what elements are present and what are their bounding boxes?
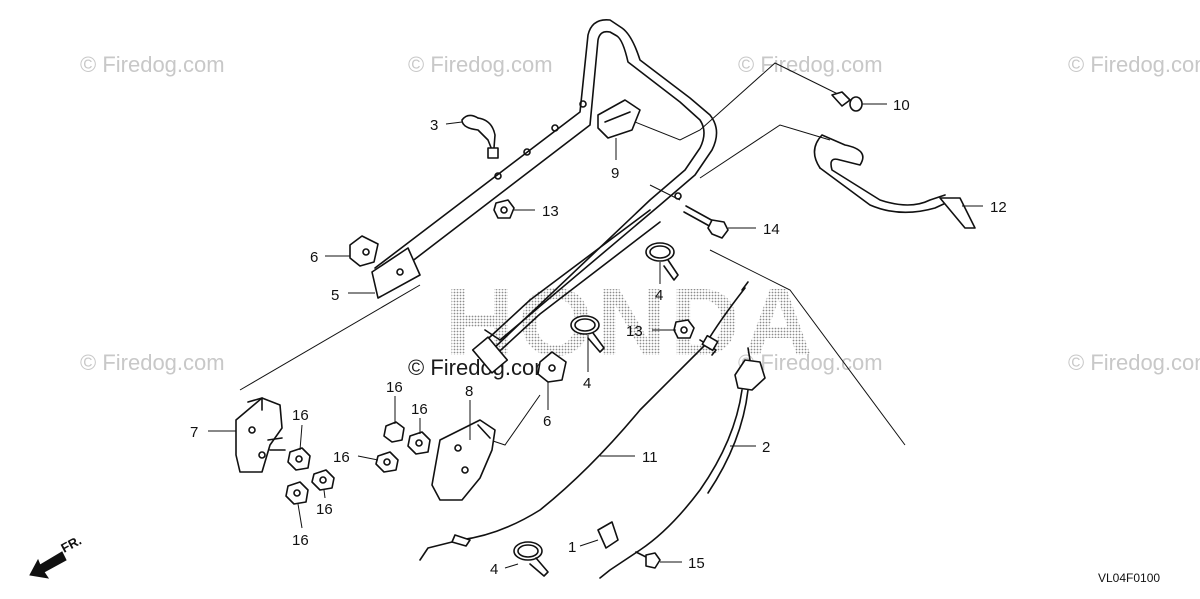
part-6-knob-center (537, 351, 567, 383)
callout-5: 5 (331, 287, 339, 304)
callout-4-lower: 4 (490, 561, 498, 578)
watermark-mid-far-right: © Firedog.com (1068, 350, 1200, 375)
part-2-cable (599, 347, 766, 579)
callout-16-d: 16 (292, 407, 309, 424)
leader-4-lower (504, 563, 519, 569)
part-9-clip (597, 99, 641, 139)
lower-handle-right (471, 209, 661, 374)
part-16-nut-6 (285, 481, 309, 505)
part-13-nut-top (493, 199, 515, 219)
guide-line-right-panel (709, 249, 906, 446)
guide-line-right (699, 124, 831, 179)
callout-6-left: 6 (310, 249, 318, 266)
watermark-top-right: © Firedog.com (738, 52, 883, 77)
part-4-clamp-center (570, 315, 605, 353)
part-12-lever (813, 134, 976, 229)
part-16-nut-4 (287, 447, 311, 471)
guide-line-top (629, 62, 851, 141)
guide-line-bracket (489, 394, 541, 446)
callout-14: 14 (763, 221, 780, 238)
callout-4-center: 4 (583, 375, 591, 392)
lower-handle-left (371, 247, 421, 299)
watermark-mid-left: © Firedog.com (80, 350, 225, 375)
watermark-top-left: © Firedog.com (80, 52, 225, 77)
callout-16-e: 16 (316, 501, 333, 518)
callout-13-top: 13 (542, 203, 559, 220)
callout-9: 9 (611, 165, 619, 182)
part-16-nut-3 (375, 451, 399, 473)
part-16-nut-2 (407, 431, 431, 455)
callout-10: 10 (893, 97, 910, 114)
part-14-bolt (683, 205, 729, 239)
leader-16-d (299, 424, 303, 451)
part-13-nut-center (673, 319, 695, 339)
watermark-top-far-right: © Firedog.com (1068, 52, 1200, 77)
guide-line-left (239, 284, 421, 391)
callout-2: 2 (762, 439, 770, 456)
callout-16-c: 16 (333, 449, 350, 466)
callout-4-upper: 4 (655, 287, 663, 304)
part-8-bracket (431, 419, 496, 501)
leader-16-f (297, 503, 303, 529)
callout-13-center: 13 (626, 323, 643, 340)
leader-16-e (323, 489, 326, 499)
leader-1 (579, 539, 599, 547)
callout-15: 15 (688, 555, 705, 572)
part-1-bracket (597, 521, 619, 549)
part-11-cable (419, 281, 749, 561)
leader-16-c (357, 455, 379, 461)
part-10-pin (831, 91, 863, 112)
part-6-knob-left (349, 235, 379, 267)
part-3-clip (461, 114, 499, 159)
part-7-bracket (235, 397, 286, 473)
front-arrow-icon: FR. (29, 533, 84, 579)
callout-16-b: 16 (411, 401, 428, 418)
callout-16-f: 16 (292, 532, 309, 549)
part-15-screw (635, 551, 661, 569)
callout-16-a: 16 (386, 379, 403, 396)
callout-8: 8 (465, 383, 473, 400)
part-16-nut-5 (311, 469, 335, 491)
callout-7: 7 (190, 424, 198, 441)
callout-3: 3 (430, 117, 438, 134)
watermark-top-center: © Firedog.com (408, 52, 553, 77)
callout-6-center: 6 (543, 413, 551, 430)
upper-handle (374, 18, 718, 351)
callout-1: 1 (568, 539, 576, 556)
part-16-nut-1 (383, 421, 405, 443)
callout-12: 12 (990, 199, 1007, 216)
part-4-clamp-lower (513, 541, 549, 577)
diagram-code: VL04F0100 (1098, 571, 1160, 585)
leader-3 (445, 121, 463, 125)
callout-11: 11 (642, 449, 658, 466)
part-4-clamp-upper (645, 242, 679, 281)
